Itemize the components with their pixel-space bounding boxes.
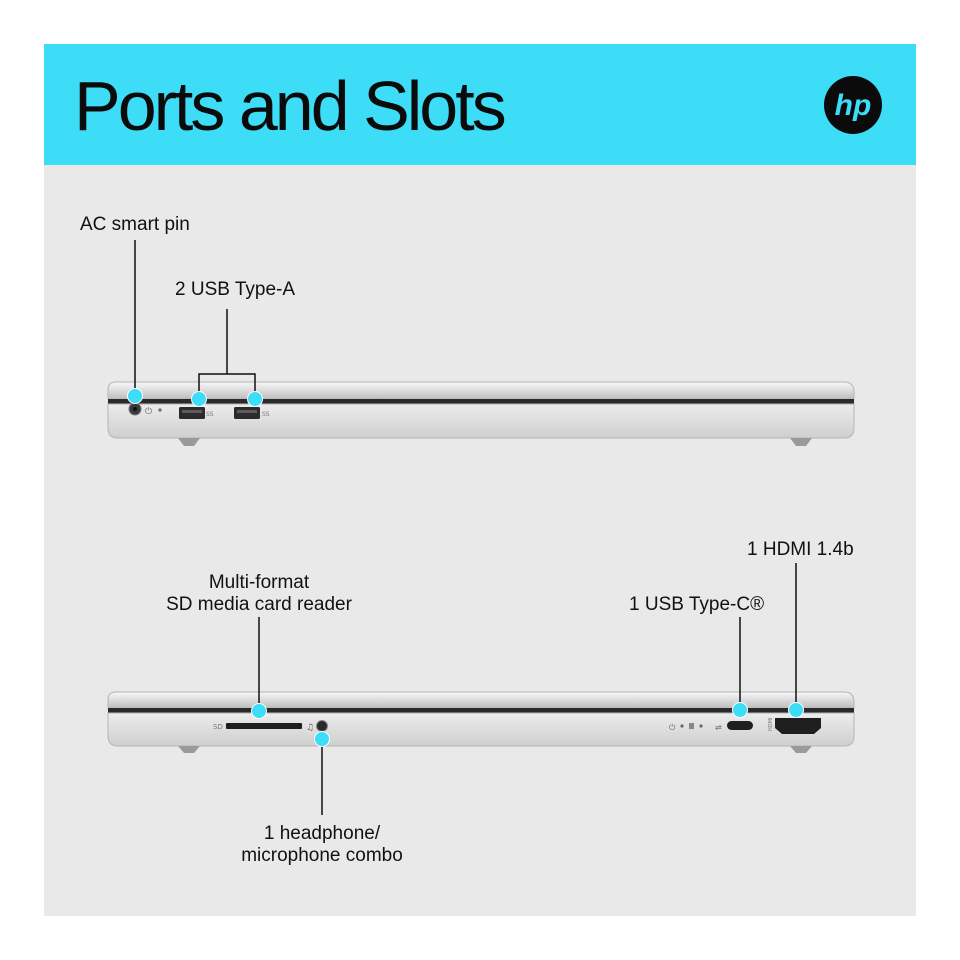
svg-text:SS: SS xyxy=(262,411,270,418)
headphone-combo-label: 1 headphone/ microphone combo xyxy=(222,823,422,867)
hdmi-label: 1 HDMI 1.4b xyxy=(747,539,854,560)
headphone-combo-label-line2: microphone combo xyxy=(241,845,403,866)
laptop-right-side-view: SD ♫ ⏻ ⇌ HDMI xyxy=(107,563,855,815)
hp-logo-icon: hp xyxy=(824,76,882,134)
sd-reader-label-line1: Multi-format xyxy=(208,572,310,593)
svg-text:♫: ♫ xyxy=(306,723,314,733)
svg-text:SS: SS xyxy=(206,411,214,418)
laptop-left-side-view: ⏻ SS SS xyxy=(107,240,855,446)
svg-text:HDMI: HDMI xyxy=(768,718,774,731)
infographic-panel: Ports and Slots hp xyxy=(44,44,916,916)
sd-marking: SD xyxy=(213,723,223,731)
ac-smart-pin-label: AC smart pin xyxy=(80,214,190,235)
page-title: Ports and Slots xyxy=(74,67,507,145)
headphone-combo-label-line1: 1 headphone/ xyxy=(263,823,381,844)
usb-type-c-label: 1 USB Type-C® xyxy=(629,594,765,615)
usb-type-a-label: 2 USB Type-A xyxy=(175,279,296,300)
sd-reader-label: Multi-format SD media card reader xyxy=(159,572,359,616)
svg-text:hp: hp xyxy=(835,89,872,122)
sd-reader-label-line2: SD media card reader xyxy=(166,594,352,615)
svg-text:⏻: ⏻ xyxy=(145,406,152,417)
header-banner: Ports and Slots hp xyxy=(44,44,916,165)
svg-text:⇌: ⇌ xyxy=(715,723,722,732)
svg-text:⏻: ⏻ xyxy=(669,723,676,732)
